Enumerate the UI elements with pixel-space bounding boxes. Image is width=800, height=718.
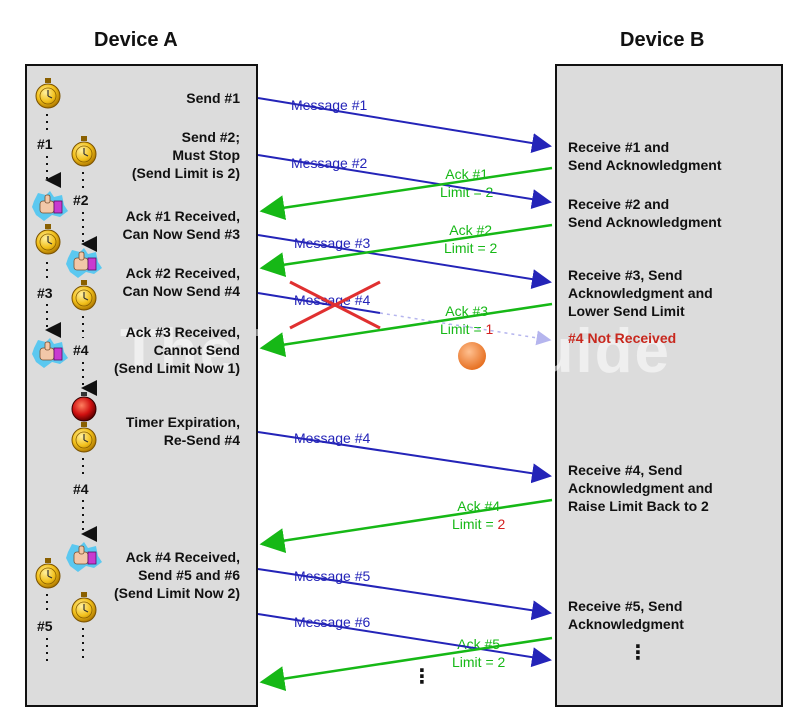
ack-limit: Limit = 2 — [444, 240, 498, 256]
cursor-icon — [458, 342, 486, 370]
stopwatch-icon — [71, 135, 97, 167]
not-received-label: #4 Not Received — [568, 330, 677, 346]
message-label: Message #4 — [294, 430, 371, 446]
timer-label: #5 — [37, 618, 53, 634]
thumbs-up-icon — [65, 541, 103, 573]
device-a-label: Send #1 — [186, 90, 240, 106]
timer-label: #3 — [37, 285, 53, 301]
timer-label: #1 — [37, 136, 53, 152]
ack-arrow — [259, 166, 553, 221]
ack-label: Ack #2 Limit = 2 — [444, 221, 497, 257]
timer-label: #4 — [73, 481, 89, 497]
message-arrow — [257, 613, 552, 668]
message-label: Message #2 — [291, 155, 368, 171]
message-label: Message #3 — [294, 235, 371, 251]
device-b-lane — [555, 64, 783, 707]
timer-label: #2 — [73, 192, 89, 208]
message-arrow — [257, 154, 552, 210]
lost-message-cross — [289, 280, 381, 330]
thumbs-up-icon — [31, 190, 69, 222]
ellipsis: ⋮ — [628, 642, 648, 664]
device-b-label: Receive #2 and Send Acknowledgment — [568, 196, 722, 230]
ack-limit: Limit = 1 — [440, 321, 494, 337]
thumbs-up-icon — [31, 337, 69, 369]
message-label: Message #1 — [291, 97, 368, 113]
device-b-label: Receive #1 and Send Acknowledgment — [568, 139, 722, 173]
stopwatch-icon — [35, 223, 61, 255]
message-label: Message #6 — [294, 614, 371, 630]
message-arrow-lost — [379, 312, 552, 346]
ack-number: Ack #2 — [449, 222, 493, 238]
ellipsis: ⋮ — [412, 666, 432, 688]
ack-arrow — [259, 302, 553, 357]
device-b-label: Receive #4, Send Acknowledgment and Rais… — [568, 462, 713, 514]
device-b-header: Device B — [620, 29, 705, 51]
ack-arrow — [259, 636, 553, 691]
device-a-label: Ack #3 Received, Cannot Send (Send Limit… — [114, 324, 240, 376]
device-a-label: Ack #4 Received, Send #5 and #6 (Send Li… — [114, 549, 240, 601]
message-arrow — [257, 97, 552, 153]
device-a-label: Timer Expiration, Re-Send #4 — [125, 414, 240, 448]
ack-limit: Limit = 2 — [452, 516, 506, 532]
thumbs-up-icon — [65, 247, 103, 279]
device-a-lane — [25, 64, 258, 707]
ack-arrow — [259, 223, 553, 278]
timer-expired-icon — [71, 392, 97, 422]
device-b-label: Receive #3, Send Acknowledgment and Lowe… — [568, 267, 713, 319]
ack-limit: Limit = 2 — [452, 654, 506, 670]
message-arrow — [257, 568, 552, 621]
message-arrow — [257, 234, 552, 290]
stopwatch-icon — [35, 557, 61, 589]
stopwatch-icon — [71, 421, 97, 453]
timer-label: #4 — [73, 342, 89, 358]
ack-arrow — [259, 498, 553, 553]
message-label: Message #5 — [294, 568, 371, 584]
device-b-label: Receive #5, Send Acknowledgment — [568, 598, 684, 632]
device-a-label: Ack #1 Received, Can Now Send #3 — [122, 208, 240, 242]
message-arrow-lost — [257, 292, 381, 314]
device-a-label: Send #2; Must Stop (Send Limit is 2) — [131, 129, 240, 181]
device-a-header: Device A — [94, 29, 178, 51]
device-a-label: Ack #2 Received, Can Now Send #4 — [122, 265, 240, 299]
ack-label: Ack #4 Limit = 2 — [452, 497, 505, 533]
stopwatch-icon — [71, 591, 97, 623]
message-arrow — [257, 431, 552, 484]
stopwatch-icon — [71, 279, 97, 311]
stopwatch-icon — [35, 77, 61, 109]
